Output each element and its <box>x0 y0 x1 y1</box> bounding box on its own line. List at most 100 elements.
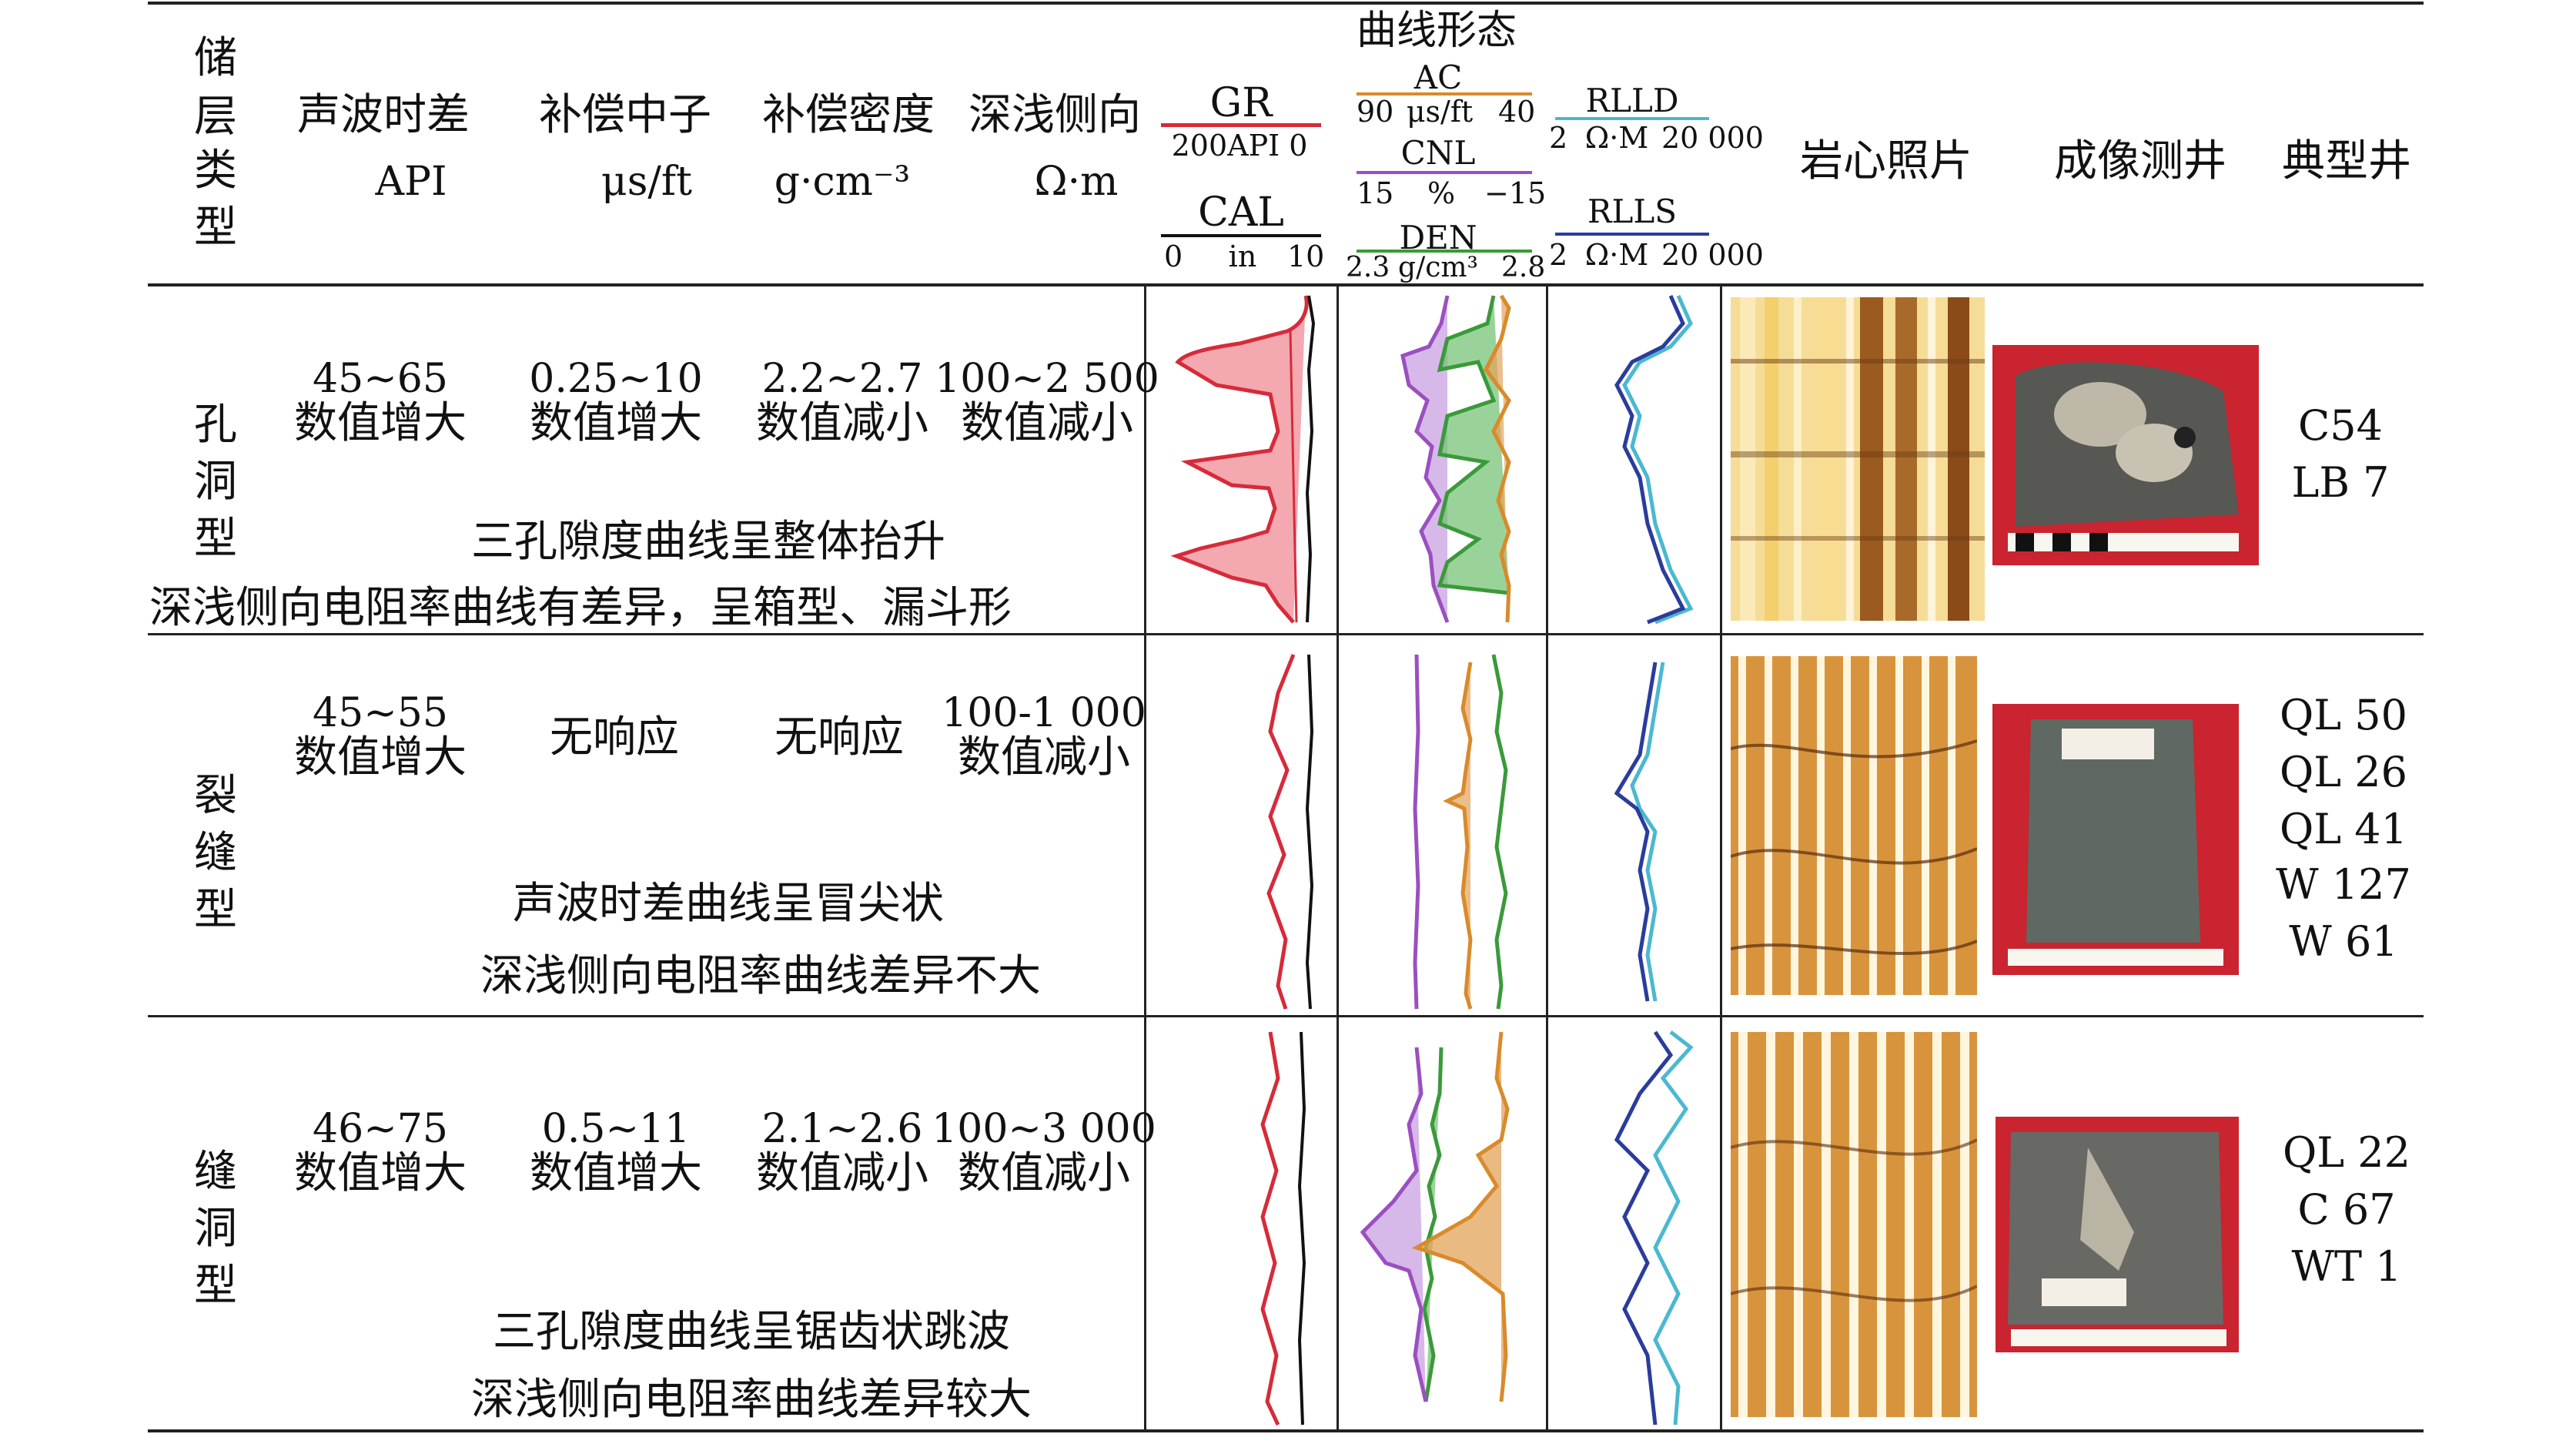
well-name: C54 <box>2297 401 2384 450</box>
header-rule <box>148 283 2424 286</box>
resist-range: 100~3 000 <box>932 1106 1156 1152</box>
col-divider-text <box>1144 285 1146 1430</box>
note-porosity: 三孔隙度曲线呈锯齿状跳波 <box>493 1307 1010 1357</box>
col-divider-grcal <box>1337 285 1339 1430</box>
row-divider-2 <box>148 1015 2424 1017</box>
header-gr-scale: 200API 0 <box>1171 129 1308 162</box>
den-legend-line <box>1357 250 1532 253</box>
col-divider-porosity <box>1546 285 1548 1430</box>
row-type-char: 孔 <box>194 400 237 450</box>
col-divider-resist <box>1720 285 1722 1430</box>
resist-trend: 数值减小 <box>958 1148 1130 1198</box>
header-resist: 深浅侧向 <box>969 90 1141 140</box>
header-curve-shape: 曲线形态 <box>1356 8 1517 54</box>
sonic-range: 45~55 <box>313 690 448 736</box>
header-cal-scale-right: 10 <box>1287 240 1325 273</box>
neutron-range: 0.25~10 <box>529 356 703 402</box>
rlld-legend-line <box>1555 117 1709 120</box>
row-type-char: 型 <box>194 1261 237 1311</box>
gr-curve <box>1260 1031 1280 1426</box>
well-name: W 127 <box>2276 860 2411 909</box>
density-response: 无响应 <box>774 712 904 762</box>
density-trend: 数值减小 <box>756 1148 928 1198</box>
header-core-photo: 岩心照片 <box>1800 136 1972 186</box>
header-den: DEN <box>1399 219 1477 256</box>
density-range: 2.1~2.6 <box>761 1106 923 1152</box>
well-name: QL 26 <box>2279 748 2408 796</box>
gr-curve <box>1170 295 1309 624</box>
rlld-curve <box>1630 662 1665 1002</box>
ac-legend-line <box>1357 92 1532 95</box>
ac-curve <box>1443 662 1473 1010</box>
header-gr: GR <box>1209 80 1273 126</box>
header-typical-well: 典型井 <box>2282 136 2411 186</box>
header-cal-scale-mid: in <box>1228 240 1257 273</box>
neutron-trend: 数值增大 <box>530 1148 702 1198</box>
rlls-curve <box>1614 662 1658 1002</box>
den-curve <box>1422 1047 1444 1402</box>
rlld-curve <box>1622 294 1694 625</box>
well-name: WT 1 <box>2291 1242 2402 1291</box>
row-type-char: 型 <box>194 514 237 564</box>
header-type-char: 型 <box>194 203 237 253</box>
header-rlld-scale-right: 20 000 <box>1661 121 1764 155</box>
gr-legend-line <box>1161 123 1321 127</box>
row-type-char: 缝 <box>194 1147 237 1197</box>
cal-curve <box>1297 1031 1306 1426</box>
header-ac-scale-left: 90 <box>1357 95 1394 129</box>
core-photo-row2 <box>1992 704 2239 975</box>
header-type-char: 储 <box>194 33 237 83</box>
sonic-range: 46~75 <box>313 1106 448 1152</box>
core-image-row2 <box>1731 656 1977 995</box>
header-rlls-scale-mid: Ω·M <box>1584 238 1649 272</box>
neutron-range: 0.5~11 <box>541 1106 691 1152</box>
header-rlld-scale-mid: Ω·M <box>1584 121 1649 155</box>
well-name: QL 22 <box>2282 1128 2411 1177</box>
note-resistivity: 深浅侧向电阻率曲线差异较大 <box>471 1375 1032 1425</box>
header-cnl-scale-left: 15 <box>1357 176 1394 210</box>
cnl-curve <box>1360 1047 1428 1402</box>
header-rlls-scale-right: 20 000 <box>1661 238 1764 272</box>
header-den-scale-left: 2.3 <box>1346 252 1390 283</box>
header-sonic: 声波时差 <box>297 90 470 140</box>
cnl-legend-line <box>1357 171 1532 174</box>
core-image-row1 <box>1731 297 1985 621</box>
header-cnl-scale-mid: % <box>1427 176 1456 210</box>
row-type-char: 裂 <box>194 771 237 821</box>
density-trend: 数值减小 <box>756 398 928 448</box>
gr-baseline <box>1289 330 1298 623</box>
header-neutron-unit: μs/ft <box>601 159 693 205</box>
header-sonic-unit: API <box>375 159 447 205</box>
core-photo-row3 <box>1996 1117 2239 1352</box>
resist-range: 100~2 500 <box>935 356 1159 402</box>
row-type-char: 洞 <box>194 1204 237 1254</box>
header-type-char: 类 <box>194 146 237 196</box>
header-density: 补偿密度 <box>762 90 935 140</box>
resist-range: 100-1 000 <box>942 690 1146 736</box>
bottom-rule <box>148 1429 2424 1432</box>
resist-trend: 数值减小 <box>958 732 1130 782</box>
header-resist-unit: Ω·m <box>1034 159 1119 205</box>
neutron-trend: 数值增大 <box>530 398 702 448</box>
header-rlld-scale-left: 2 <box>1549 121 1568 155</box>
sonic-trend: 数值增大 <box>294 1148 467 1198</box>
cal-curve <box>1305 295 1316 623</box>
header-neutron: 补偿中子 <box>539 90 711 140</box>
ac-curve <box>1411 1031 1510 1402</box>
header-type-char: 层 <box>194 92 237 142</box>
top-rule <box>148 2 2424 5</box>
header-density-unit: g·cm⁻³ <box>774 159 911 205</box>
header-imaging: 成像测井 <box>2054 136 2226 186</box>
row-type-char: 型 <box>194 885 237 935</box>
header-den-scale-mid: g/cm³ <box>1398 252 1478 283</box>
header-ac: AC <box>1413 59 1463 96</box>
header-cnl-scale-right: −15 <box>1484 176 1547 210</box>
rlls-legend-line <box>1555 233 1709 236</box>
neutron-response: 无响应 <box>550 712 679 762</box>
sonic-trend: 数值增大 <box>294 398 467 448</box>
note-porosity: 三孔隙度曲线呈整体抬升 <box>471 517 945 567</box>
well-name: W 61 <box>2289 917 2398 966</box>
sonic-trend: 数值增大 <box>294 732 467 782</box>
rlld-curve <box>1653 1030 1694 1426</box>
